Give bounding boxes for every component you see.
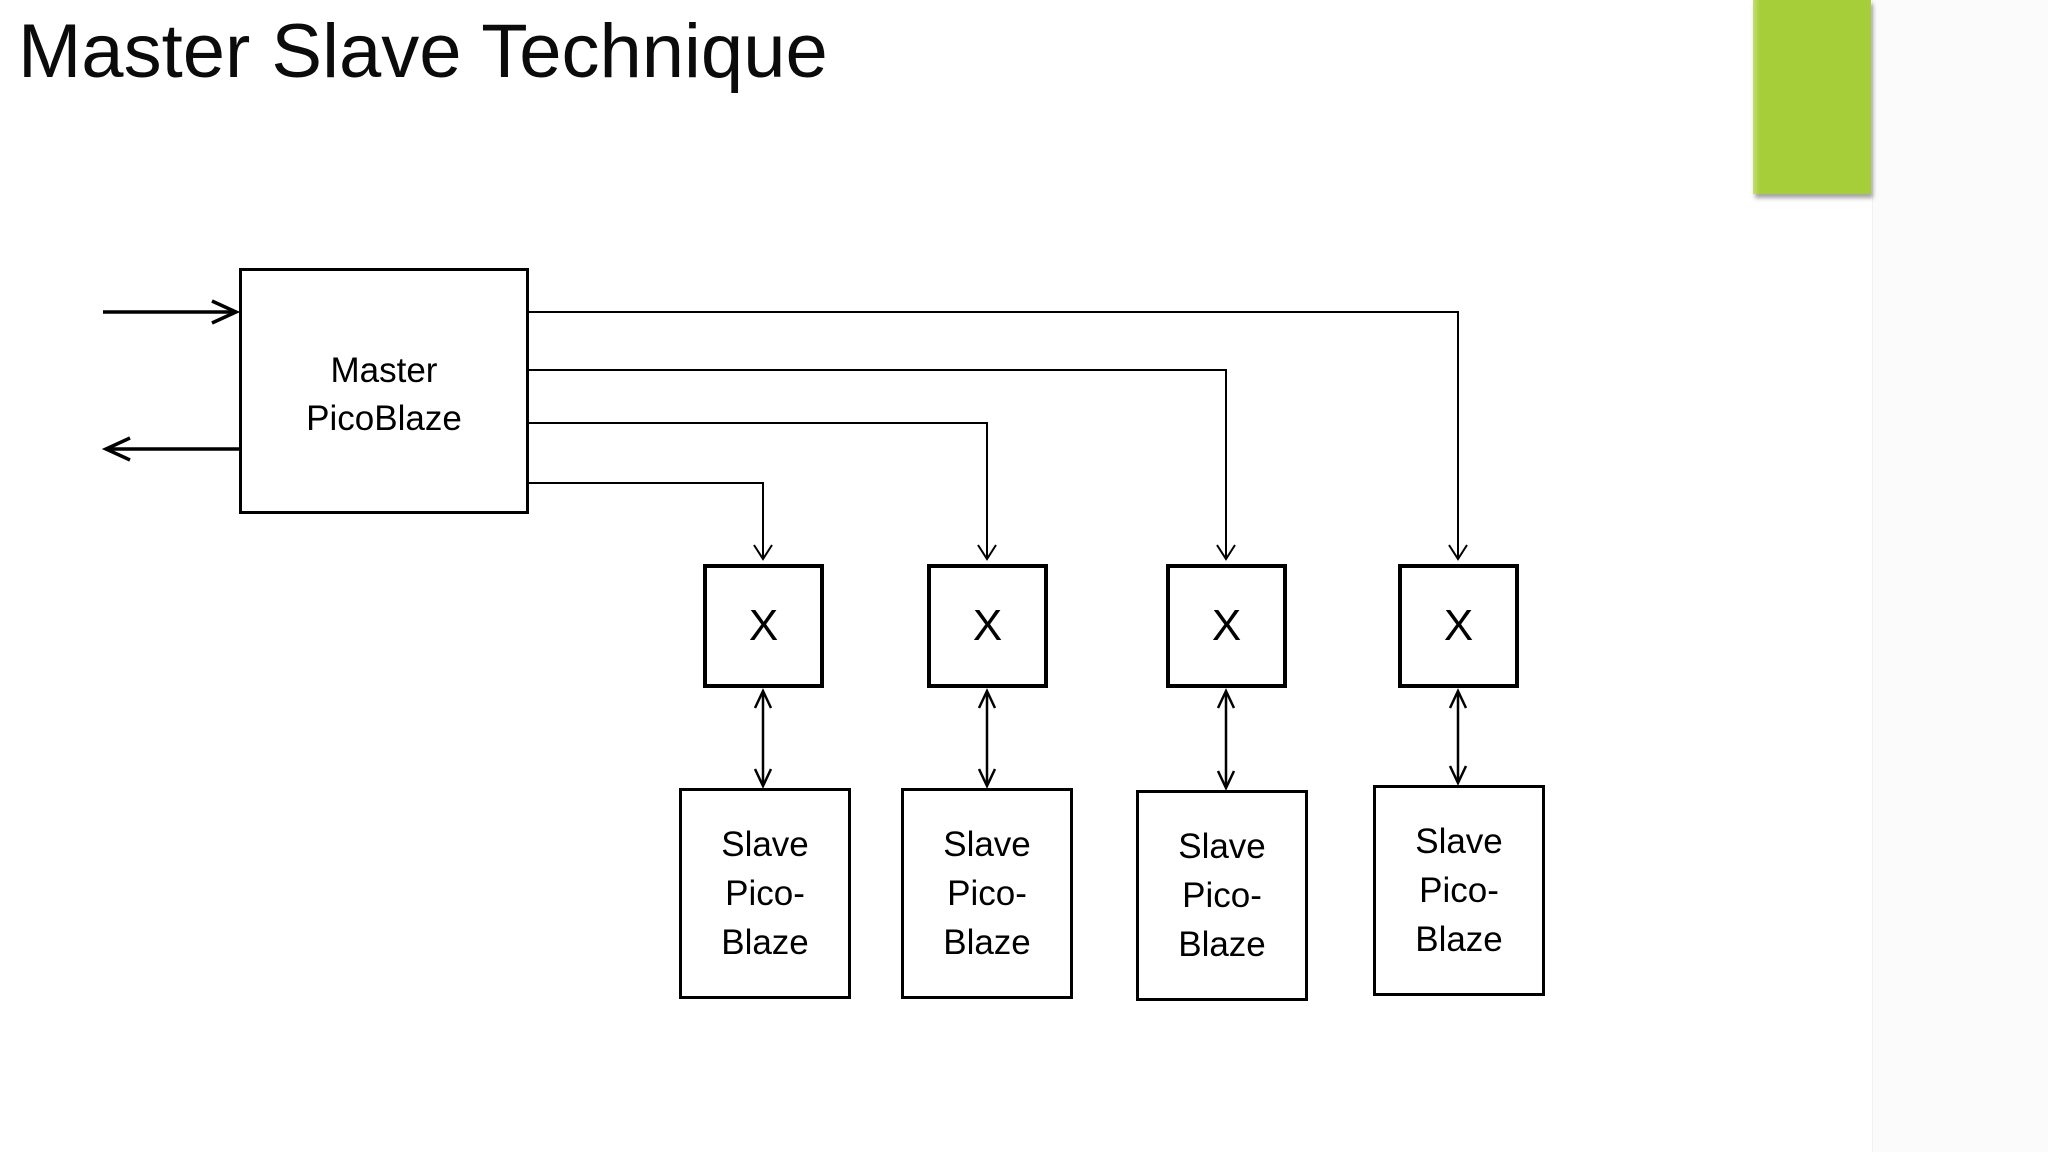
crossbar-label-2: X bbox=[972, 601, 1003, 650]
master-input-arrow bbox=[103, 299, 241, 325]
page-margin-strip bbox=[1872, 0, 2048, 1152]
slave-picoblaze-box-4: Slave Pico- Blaze bbox=[1373, 785, 1545, 996]
crossbar-box-3: X bbox=[1166, 564, 1287, 688]
accent-bar bbox=[1753, 0, 1871, 194]
crossbar-label-3: X bbox=[1211, 601, 1242, 650]
master-picoblaze-box: Master PicoBlaze bbox=[239, 268, 529, 514]
crossbar-box-1: X bbox=[703, 564, 824, 688]
bus-line-2 bbox=[528, 422, 997, 561]
slave-picoblaze-label-3: Slave Pico- Blaze bbox=[1178, 827, 1266, 964]
slave-picoblaze-box-3: Slave Pico- Blaze bbox=[1136, 790, 1308, 1001]
master-output-arrow bbox=[101, 436, 239, 462]
slave-picoblaze-label-1: Slave Pico- Blaze bbox=[721, 825, 809, 962]
crossbar-slave-link-2 bbox=[977, 688, 997, 789]
slave-picoblaze-box-2: Slave Pico- Blaze bbox=[901, 788, 1073, 999]
crossbar-box-4: X bbox=[1398, 564, 1519, 688]
master-picoblaze-label: Master PicoBlaze bbox=[306, 351, 462, 438]
slave-picoblaze-label-2: Slave Pico- Blaze bbox=[943, 825, 1031, 962]
crossbar-box-2: X bbox=[927, 564, 1048, 688]
slide-title: Master Slave Technique bbox=[18, 9, 828, 94]
bus-line-1 bbox=[528, 482, 773, 561]
slave-picoblaze-label-4: Slave Pico- Blaze bbox=[1415, 822, 1503, 959]
crossbar-slave-link-4 bbox=[1448, 688, 1468, 786]
crossbar-label-4: X bbox=[1443, 601, 1474, 650]
slave-picoblaze-box-1: Slave Pico- Blaze bbox=[679, 788, 851, 999]
crossbar-label-1: X bbox=[748, 601, 779, 650]
crossbar-slave-link-1 bbox=[753, 688, 773, 789]
crossbar-slave-link-3 bbox=[1216, 688, 1236, 791]
bus-line-4 bbox=[528, 311, 1468, 561]
bus-line-3 bbox=[528, 369, 1236, 561]
